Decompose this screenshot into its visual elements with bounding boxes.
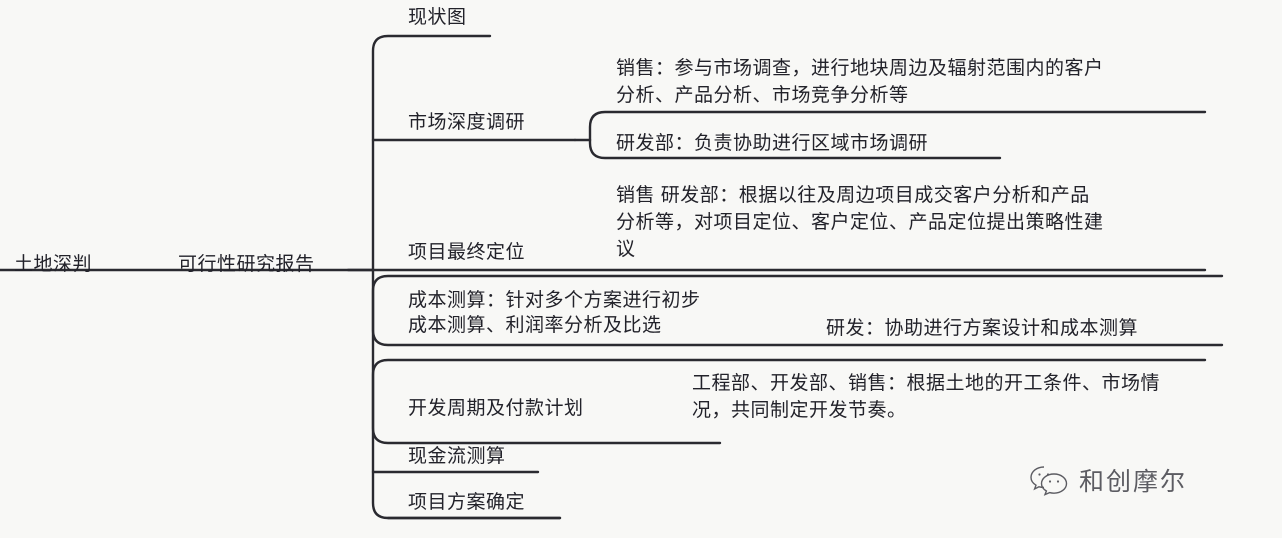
branch-label-zuizhongdingwei[interactable]: 项目最终定位	[408, 242, 526, 263]
watermark: 和创摩尔	[1028, 462, 1187, 498]
branch-label-shichangdiaoyan[interactable]: 市场深度调研	[408, 112, 526, 133]
leaf-market-sales[interactable]: 销售：参与市场调查，进行地块周边及辐射范围内的客户 分析、产品分析、市场竞争分析…	[616, 58, 1104, 106]
wechat-logo-icon	[1030, 466, 1068, 496]
leaf-position-detail[interactable]: 销售 研发部：根据以往及周边项目成交客户分析和产品 分析等，对项目定位、客户定位…	[616, 185, 1104, 260]
branch-label-chengbenceusuan[interactable]: 成本测算：针对多个方案进行初步 成本测算、利润率分析及比选	[408, 290, 701, 337]
branch-label-xianjinliu[interactable]: 现金流测算	[408, 446, 506, 467]
leaf-cost-rnd[interactable]: 研发：协助进行方案设计和成本测算	[826, 318, 1139, 339]
level1-node-label[interactable]: 可行性研究报告	[178, 254, 315, 275]
watermark-brand: 和创摩尔	[1079, 469, 1188, 496]
leaf-cycle-detail[interactable]: 工程部、开发部、销售：根据土地的开工条件、市场情 况，共同制定开发节奏。	[692, 373, 1161, 421]
branch-label-xianzhuangtu[interactable]: 现状图	[408, 7, 467, 28]
branch-label-fanganqueding[interactable]: 项目方案确定	[408, 492, 526, 513]
branch-label-kaifazhouqi[interactable]: 开发周期及付款计划	[408, 398, 584, 419]
leaf-market-rnd[interactable]: 研发部：负责协助进行区域市场调研	[616, 133, 929, 154]
root-node-label[interactable]: 土地深判	[14, 254, 93, 275]
spine-upper	[371, 34, 492, 272]
